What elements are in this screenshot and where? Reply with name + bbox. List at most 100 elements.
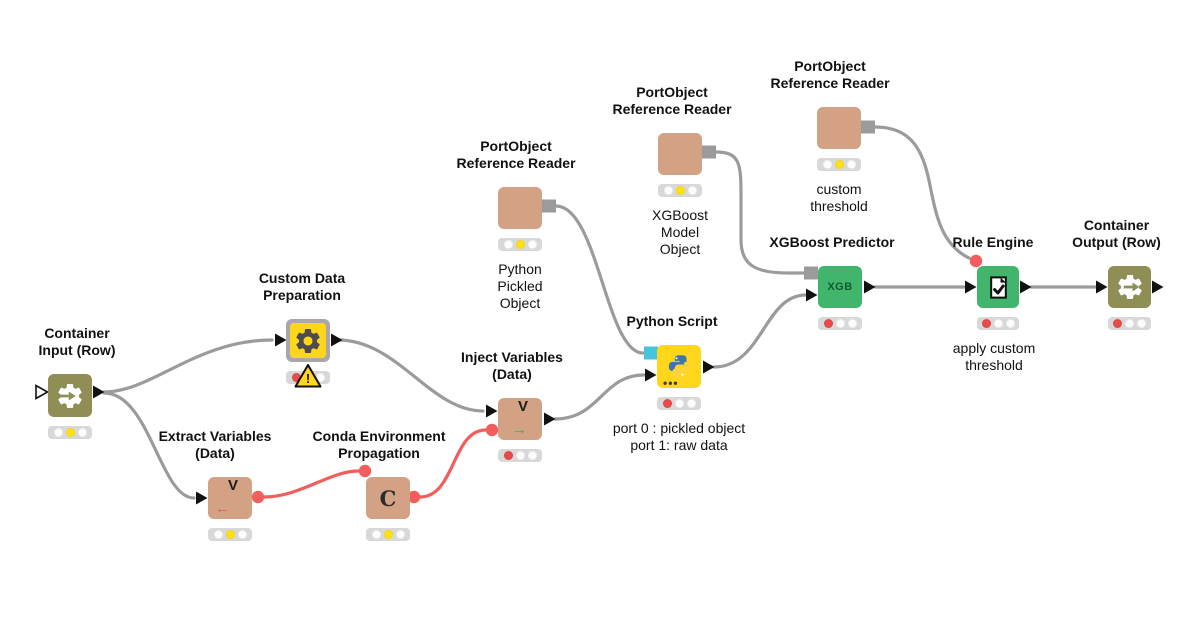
wire-custom-data-preparation-to-inject-variables bbox=[336, 338, 485, 413]
portobject-reference-reader-3-portobject-output-port[interactable] bbox=[861, 120, 875, 134]
node-portobject-reference-reader-3[interactable] bbox=[817, 107, 861, 149]
python-icon: ••• bbox=[657, 345, 701, 389]
rule-engine-status-light-2 bbox=[1005, 319, 1015, 328]
conda-icon: C bbox=[379, 485, 397, 511]
gear-icon bbox=[296, 328, 320, 353]
rule-document-check-icon bbox=[989, 275, 1007, 299]
rule-engine-status-light-1 bbox=[993, 319, 1003, 328]
rule-engine-label: Rule Engine bbox=[952, 234, 1034, 250]
python-script-label: Python Script bbox=[626, 313, 718, 329]
inject-variables-status-light-0 bbox=[503, 451, 513, 460]
python-script-pickled-object-input-port[interactable] bbox=[644, 346, 658, 360]
rule-engine-flow-variable-input-port[interactable] bbox=[969, 254, 983, 268]
node-portobject-reference-reader-2[interactable] bbox=[658, 133, 702, 175]
portobject-reference-reader-2-portobject-output-port[interactable] bbox=[702, 145, 716, 159]
container-input-external-input-port[interactable] bbox=[35, 384, 50, 400]
xgboost-predictor-status-light-0 bbox=[823, 319, 833, 328]
portobject-reference-reader-2-status-light-0 bbox=[663, 186, 673, 195]
node-extract-variables[interactable]: V← bbox=[208, 477, 252, 519]
node-conda-environment-propagation[interactable]: C bbox=[366, 477, 410, 519]
portobject-reference-reader-1-status-light-2 bbox=[527, 240, 537, 249]
portobject-reference-reader-1-status-light-1 bbox=[515, 240, 525, 249]
custom-data-preparation-status-light-2 bbox=[315, 373, 325, 382]
node-container-input[interactable] bbox=[48, 374, 92, 417]
custom-data-preparation-data-output-port[interactable] bbox=[331, 333, 343, 347]
portobject-reference-reader-1-status-light-0 bbox=[503, 240, 513, 249]
rule-engine-data-input-port[interactable] bbox=[965, 280, 977, 294]
xgboost-predictor-model-input-port[interactable] bbox=[804, 266, 818, 280]
portobject-reference-reader-2-status-light-2 bbox=[687, 186, 697, 195]
container-output-status-light-1 bbox=[1125, 319, 1134, 328]
wire-portobject-reader-3-to-rule-engine bbox=[873, 125, 971, 260]
portobject-reference-reader-1-portobject-output-port[interactable] bbox=[542, 199, 556, 213]
python-script-status-light-1 bbox=[674, 399, 684, 408]
wire-conda-environment-propagation-to-inject-variables bbox=[418, 428, 487, 499]
container-output-status-light-0 bbox=[1113, 319, 1122, 328]
conda-environment-propagation-flow-variable-output-port[interactable] bbox=[407, 490, 421, 504]
portobject-reference-reader-2-status-light-1 bbox=[675, 186, 685, 195]
container-input-status-traffic-light bbox=[48, 426, 92, 439]
node-xgboost-predictor[interactable]: XGB bbox=[818, 266, 862, 308]
node-portobject-reference-reader-1[interactable] bbox=[498, 187, 542, 229]
container-input-status-light-2 bbox=[77, 428, 87, 437]
inject-variables-status-light-1 bbox=[515, 451, 525, 460]
container-output-status-traffic-light bbox=[1108, 317, 1151, 330]
node-custom-data-preparation[interactable] bbox=[286, 319, 330, 362]
container-output-status-light-2 bbox=[1137, 319, 1146, 328]
portobject-reference-reader-3-status-light-0 bbox=[822, 160, 832, 169]
xgboost-predictor-status-traffic-light bbox=[818, 317, 862, 330]
rule-engine-data-output-port[interactable] bbox=[1020, 280, 1032, 294]
xgboost-predictor-data-output-port[interactable] bbox=[864, 280, 876, 294]
wire-portobject-reader-1-to-python-script bbox=[554, 204, 645, 355]
custom-data-preparation-status-light-0 bbox=[291, 373, 301, 382]
python-script-data-input-port[interactable] bbox=[645, 368, 657, 382]
container-input-data-output-port[interactable] bbox=[93, 385, 105, 399]
custom-data-preparation-data-input-port[interactable] bbox=[275, 333, 287, 347]
portobject-reference-reader-3-status-light-1 bbox=[834, 160, 844, 169]
python-script-status-light-0 bbox=[662, 399, 672, 408]
node-container-output[interactable] bbox=[1108, 266, 1151, 308]
python-script-status-traffic-light bbox=[657, 397, 701, 410]
inject-variables-data-output-port[interactable] bbox=[544, 412, 556, 426]
python-script-data-output-port[interactable] bbox=[703, 360, 715, 374]
extract-variables-status-light-2 bbox=[237, 530, 247, 539]
node-python-script[interactable]: ••• bbox=[657, 345, 701, 389]
custom-data-preparation-warning-icon: ! bbox=[294, 363, 322, 389]
gear-import-icon bbox=[58, 383, 82, 408]
inject-variables-flow-variable-input-port[interactable] bbox=[485, 423, 499, 437]
extract-variables-status-light-0 bbox=[213, 530, 223, 539]
extract-variables-data-input-port[interactable] bbox=[196, 491, 208, 505]
container-output-data-input-port[interactable] bbox=[1096, 280, 1108, 294]
xgboost-predictor-data-input-port[interactable] bbox=[806, 288, 818, 302]
node-rule-engine[interactable] bbox=[977, 266, 1019, 308]
conda-environment-propagation-flow-variable-input-port[interactable] bbox=[358, 464, 372, 478]
inject-variables-icon: V→ bbox=[512, 398, 528, 438]
extract-variables-label: Extract Variables(Data) bbox=[158, 428, 272, 461]
portobject-reference-reader-2-status-traffic-light bbox=[658, 184, 702, 197]
conda-environment-propagation-status-light-2 bbox=[395, 530, 405, 539]
wire-container-input-to-custom-data-preparation bbox=[102, 338, 274, 394]
xgboost-predictor-status-light-2 bbox=[847, 319, 857, 328]
node-inject-variables[interactable]: V→ bbox=[498, 398, 542, 440]
gear-export-icon bbox=[1117, 275, 1142, 299]
container-input-status-light-0 bbox=[53, 428, 63, 437]
rule-engine-status-traffic-light bbox=[977, 317, 1019, 330]
extract-variables-flow-variable-output-port[interactable] bbox=[251, 490, 265, 504]
extract-variables-icon: V← bbox=[215, 477, 238, 517]
container-output-data-output-port[interactable] bbox=[1152, 280, 1164, 294]
inject-variables-data-input-port[interactable] bbox=[486, 404, 498, 418]
inject-variables-status-traffic-light bbox=[498, 449, 542, 462]
xgboost-predictor-label: XGBoost Predictor bbox=[769, 234, 895, 250]
